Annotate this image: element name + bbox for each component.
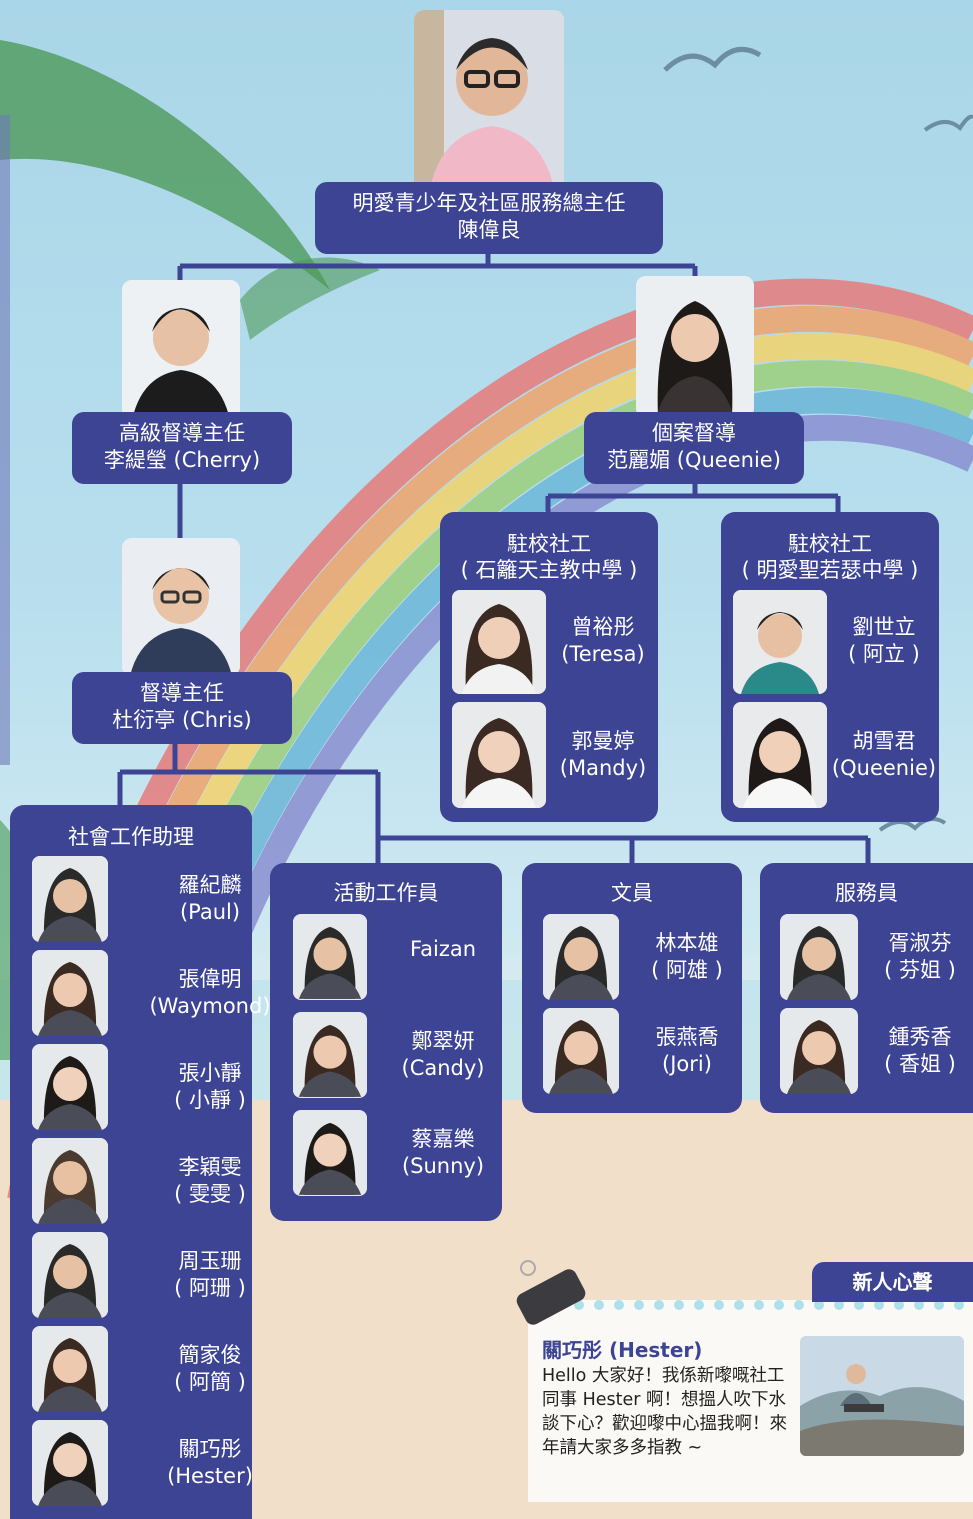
note-author: 關巧彤 (Hester) (542, 1338, 703, 1362)
case-supervisor-photo (636, 276, 754, 418)
member-photo (780, 1008, 858, 1094)
assistants-title: 社會工作助理 (68, 825, 194, 849)
member-name: 郭曼婷(Mandy) (559, 729, 647, 780)
senior-supervisor-title: 高級督導主任 (119, 421, 245, 445)
member-name: 張小靜( 小靜 ) (174, 1061, 246, 1112)
note-message: Hello 大家好！我係新嚟嘅社工同事 Hester 啊！想搵人吹下水談下心？歡… (542, 1366, 787, 1458)
school-card-1-school: ( 石籬天主教中學 ) (460, 558, 638, 582)
member-name: 蔡嘉樂(Sunny) (401, 1127, 485, 1178)
note-dotted-border (554, 1300, 964, 1310)
case-supervisor-name: 范麗媚 (Queenie) (607, 448, 781, 472)
activity-title: 活動工作員 (333, 881, 439, 905)
clerk-title: 文員 (611, 881, 653, 905)
binder-clip-icon (516, 1260, 586, 1325)
member-name: 張偉明(Waymond) (149, 967, 271, 1018)
member-photo (452, 590, 546, 694)
member-photo (780, 914, 858, 1000)
member-photo (733, 590, 827, 694)
supervisor-name: 杜衍亭 (Chris) (112, 708, 252, 732)
school-worker-card-1: 駐校社工 ( 石籬天主教中學 ) 曾裕彤(Teresa) 郭曼婷(Mandy) (440, 512, 658, 822)
member-name: 羅紀麟(Paul) (178, 873, 242, 924)
case-supervisor-label: 個案督導 范麗媚 (Queenie) (584, 412, 804, 484)
director-name: 陳偉良 (457, 218, 521, 242)
senior-supervisor-photo (122, 280, 240, 420)
member-photo (32, 1138, 108, 1224)
member-photo (32, 1232, 108, 1318)
member-name: 關巧彤(Hester) (167, 1437, 253, 1488)
director-title: 明愛青少年及社區服務總主任 (352, 191, 626, 215)
member-name: 胡雪君(Queenie) (831, 729, 937, 780)
school-worker-card-2: 駐校社工 ( 明愛聖若瑟中學 ) 劉世立( 阿立 ) 胡雪君(Queenie) (721, 512, 939, 822)
member-photo (543, 914, 619, 1000)
member-name: 林本雄( 阿雄 ) (651, 931, 723, 982)
member-name: 李穎雯( 雯雯 ) (174, 1155, 246, 1206)
note-tab: 新人心聲 (812, 1262, 973, 1302)
senior-supervisor-label: 高級督導主任 李緹瑩 (Cherry) (72, 412, 292, 484)
member-name: 周玉珊( 阿珊 ) (174, 1249, 246, 1300)
director-label: 明愛青少年及社區服務總主任 陳偉良 (315, 182, 663, 254)
member-photo (452, 702, 546, 808)
member-photo (293, 914, 367, 1000)
member-photo (32, 1326, 108, 1412)
supervisor-title: 督導主任 (140, 681, 224, 705)
member-name: 胥淑芬( 芬姐 ) (884, 931, 956, 982)
member-name: 簡家俊( 阿簡 ) (174, 1343, 246, 1394)
note-photo (800, 1336, 964, 1456)
member-photo (293, 1012, 367, 1098)
member-name: 鍾秀香( 香姐 ) (884, 1025, 956, 1076)
school-card-1-title: 駐校社工 (507, 532, 591, 556)
supervisor-photo (122, 538, 240, 676)
member-photo (32, 856, 108, 942)
member-photo (543, 1008, 619, 1094)
member-photo (293, 1110, 367, 1196)
member-photo (733, 702, 827, 808)
case-supervisor-title: 個案督導 (652, 421, 736, 445)
member-photo (32, 950, 108, 1036)
service-title: 服務員 (835, 881, 898, 905)
school-card-2-title: 駐校社工 (788, 532, 872, 556)
member-name: 曾裕彤(Teresa) (561, 615, 645, 666)
senior-supervisor-name: 李緹瑩 (Cherry) (103, 448, 261, 472)
member-name: 張燕喬(Jori) (655, 1025, 719, 1076)
school-card-2-school: ( 明愛聖若瑟中學 ) (741, 558, 919, 582)
supervisor-label: 督導主任 杜衍亭 (Chris) (72, 672, 292, 744)
member-photo (32, 1044, 108, 1130)
member-name: 劉世立( 阿立 ) (848, 615, 920, 666)
member-name: 鄭翠妍(Candy) (401, 1029, 485, 1080)
member-name: Faizan (409, 937, 477, 961)
director-photo (414, 10, 564, 194)
member-photo (32, 1420, 108, 1506)
